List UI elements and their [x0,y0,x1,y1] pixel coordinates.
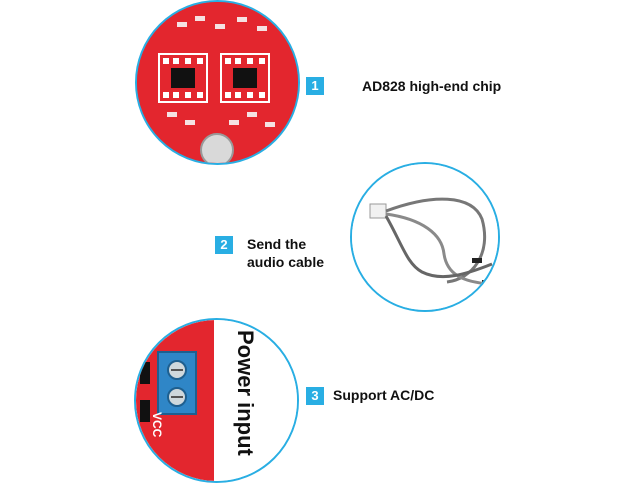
feature-1-label: AD828 high-end chip [362,78,502,94]
vcc-label: VCC [150,412,164,438]
power-input-label: Power input [233,330,258,456]
feature-2-number-badge: 2 [215,236,233,254]
chip-photo-circle [135,0,300,165]
feature-3-label: Support AC/DC [333,387,435,403]
cable-photo-circle [350,162,500,312]
feature-3-number-badge: 3 [306,387,324,405]
power-terminal-illustration [136,320,297,481]
feature-2-label-line1: Send the [247,236,307,252]
pcb-chip-illustration [137,2,298,163]
feature-1-number-badge: 1 [306,77,324,95]
feature-2-label: Send the audio cable [247,235,324,271]
audio-cable-illustration [352,164,498,310]
power-photo-circle [134,318,299,483]
feature-2-label-line2: audio cable [247,254,325,270]
